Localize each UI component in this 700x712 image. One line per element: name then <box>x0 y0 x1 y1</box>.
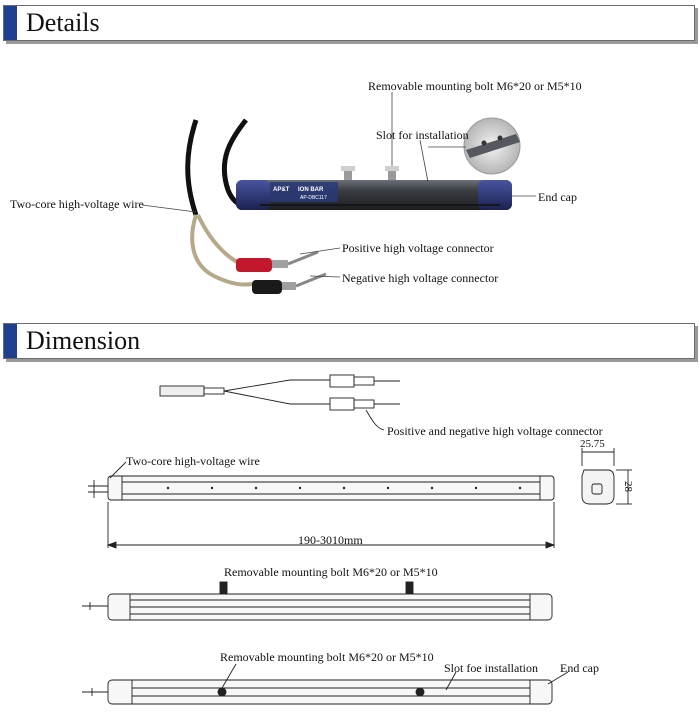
cross-section-drawing <box>581 448 632 505</box>
label-slot: Slot for installation <box>376 128 469 142</box>
label-end-cap: End cap <box>538 190 577 204</box>
dimension-title: Dimension <box>26 326 141 355</box>
label-negative-connector: Negative high voltage connector <box>342 271 499 285</box>
length-value: 190-3010mm <box>298 533 363 547</box>
section-accent-bar <box>4 324 17 358</box>
label-dim-slot: Slot foe installation <box>444 661 538 675</box>
bar-text: ION BAR <box>298 187 324 193</box>
width-value: 25.75 <box>580 438 605 450</box>
cable-connector-drawing <box>159 374 400 431</box>
section-accent-bar <box>4 6 17 40</box>
label-mounting-bolt: Removable mounting bolt M6*20 or M5*10 <box>368 79 582 93</box>
ion-bar-graphic <box>236 180 512 210</box>
positive-connector-graphic <box>236 250 319 272</box>
bar-length-drawing <box>88 461 556 549</box>
label-two-core-wire: Two-core high-voltage wire <box>10 197 144 211</box>
model-text: AP-DBC117 <box>300 195 327 201</box>
brand-text: AP&T <box>273 187 290 193</box>
height-value: 28 <box>622 481 634 492</box>
details-section-header: Details <box>3 5 695 41</box>
label-positive-connector: Positive high voltage connector <box>342 241 494 255</box>
bar-bolt-drawing <box>82 593 553 621</box>
label-dim-two-core-wire: Two-core high-voltage wire <box>126 454 260 468</box>
label-dim-mounting-bolt-1: Removable mounting bolt M6*20 or M5*10 <box>224 565 438 579</box>
slot-zoom-graphic <box>463 117 521 175</box>
label-connector-pair: Positive and negative high voltage conne… <box>387 424 603 438</box>
label-dim-end-cap: End cap <box>560 661 599 675</box>
details-title: Details <box>26 8 100 37</box>
label-dim-mounting-bolt-2: Removable mounting bolt M6*20 or M5*10 <box>220 650 434 664</box>
dimension-section-header: Dimension <box>3 323 695 359</box>
bar-slot-drawing <box>82 663 569 705</box>
mounting-bolt-graphic <box>341 166 399 180</box>
